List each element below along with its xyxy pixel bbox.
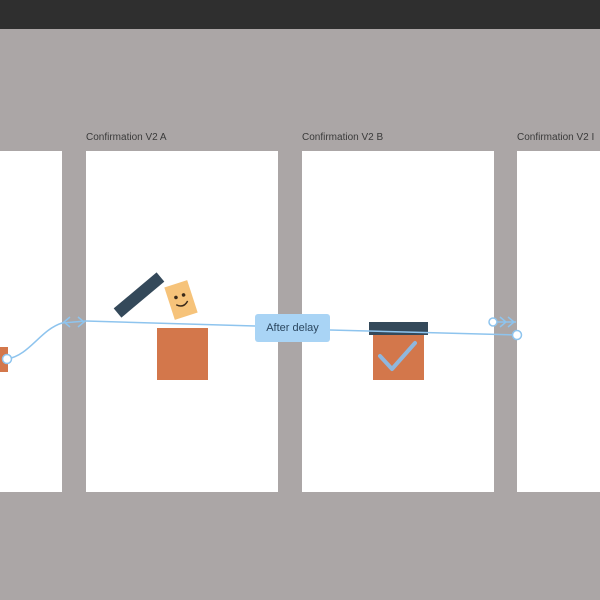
frame-left[interactable]	[0, 151, 62, 492]
frame-label-a[interactable]: Confirmation V2 A	[86, 132, 167, 143]
trigger-label: After delay	[266, 322, 319, 334]
frame-confirmation-v2-c[interactable]	[517, 151, 600, 492]
frame-label-c[interactable]: Confirmation V2 I	[517, 132, 595, 143]
frame-confirmation-v2-a[interactable]	[86, 151, 278, 492]
top-toolbar	[0, 0, 600, 29]
frame-confirmation-v2-b[interactable]	[302, 151, 494, 492]
frame-label-b[interactable]: Confirmation V2 B	[302, 132, 384, 143]
after-delay-trigger[interactable]: After delay	[255, 314, 330, 342]
